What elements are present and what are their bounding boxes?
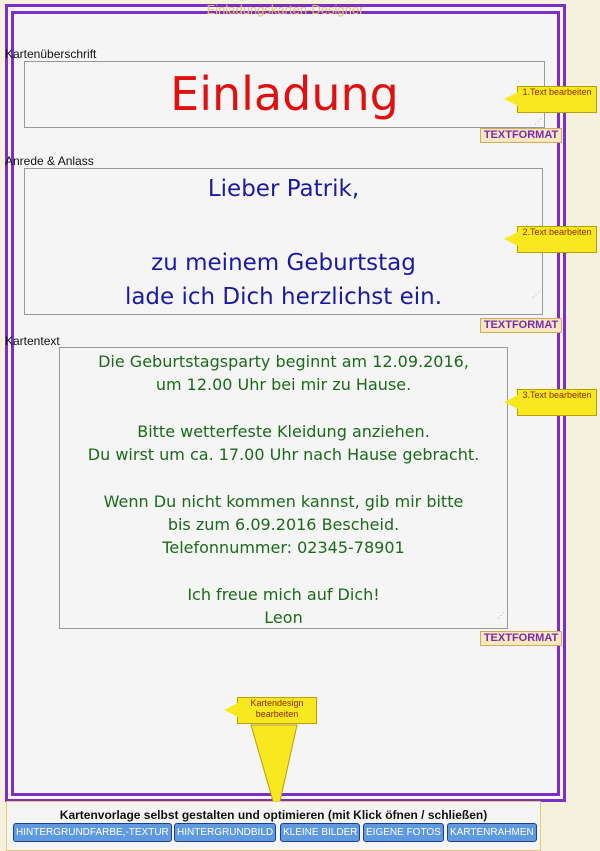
app-title: Einladungskarten-Designer: [206, 2, 364, 17]
small-images-button[interactable]: KLEINE BILDER: [280, 823, 361, 842]
heading-text: Einladung: [170, 67, 399, 121]
body-line: Du wirst um ca. 17.00 Uhr nach Hause geb…: [87, 445, 480, 465]
heading-label: Kartenüberschrift: [5, 47, 97, 61]
greeting-label: Anrede & Anlass: [5, 154, 94, 168]
callout-edit-text-1: 1.Text bearbeiten: [504, 86, 597, 113]
callout-design: Kartendesign bearbeiten: [224, 697, 317, 724]
greeting-line: lade ich Dich herzlichst ein.: [124, 284, 443, 310]
resize-grip-icon[interactable]: ⋰: [497, 610, 505, 620]
body-line: Ich freue mich auf Dich!: [187, 584, 380, 604]
body-line: Bitte wetterfeste Kleidung anziehen.: [137, 421, 430, 441]
textformat-button-2[interactable]: TEXTFORMAT: [480, 318, 562, 333]
callout-edit-text-2: 2.Text bearbeiten: [504, 226, 597, 253]
card-frame-button[interactable]: KARTENRAHMEN: [447, 823, 537, 842]
background-image-button[interactable]: HINTERGRUNDBILD: [174, 823, 277, 842]
body-textbox[interactable]: Die Geburtstagsparty beginnt am 12.09.20…: [59, 347, 508, 629]
body-line: Telefonnummer: 02345-78901: [162, 538, 405, 558]
body-line: Wenn Du nicht kommen kannst, gib mir bit…: [103, 491, 464, 511]
textformat-button-3[interactable]: TEXTFORMAT: [480, 631, 562, 646]
background-color-button[interactable]: HINTERGRUNDFARBE,-TEXTUR: [13, 823, 172, 842]
body-label: Kartentext: [5, 334, 60, 348]
own-photos-button[interactable]: EIGENE FOTOS: [363, 823, 444, 842]
greeting-line: Lieber Patrik,: [207, 176, 360, 202]
callout-edit-text-3: 3.Text bearbeiten: [504, 389, 597, 416]
bottom-panel-title[interactable]: Kartenvorlage selbst gestalten und optim…: [59, 808, 488, 822]
callout-design-text: Kartendesign bearbeiten: [250, 698, 304, 719]
textformat-button-1[interactable]: TEXTFORMAT: [480, 128, 562, 143]
body-line: um 12.00 Uhr bei mir zu Hause.: [155, 375, 412, 395]
body-line: Die Geburtstagsparty beginnt am 12.09.20…: [98, 352, 469, 371]
resize-grip-icon[interactable]: ⋰: [534, 117, 542, 126]
body-line: Leon: [264, 608, 303, 628]
resize-grip-icon[interactable]: ⋰: [532, 290, 540, 299]
greeting-line: zu meinem Geburtstag: [151, 250, 416, 276]
greeting-textbox[interactable]: Lieber Patrik, zu meinem Geburtstag lade…: [24, 168, 543, 315]
body-line: bis zum 6.09.2016 Bescheid.: [167, 515, 400, 535]
